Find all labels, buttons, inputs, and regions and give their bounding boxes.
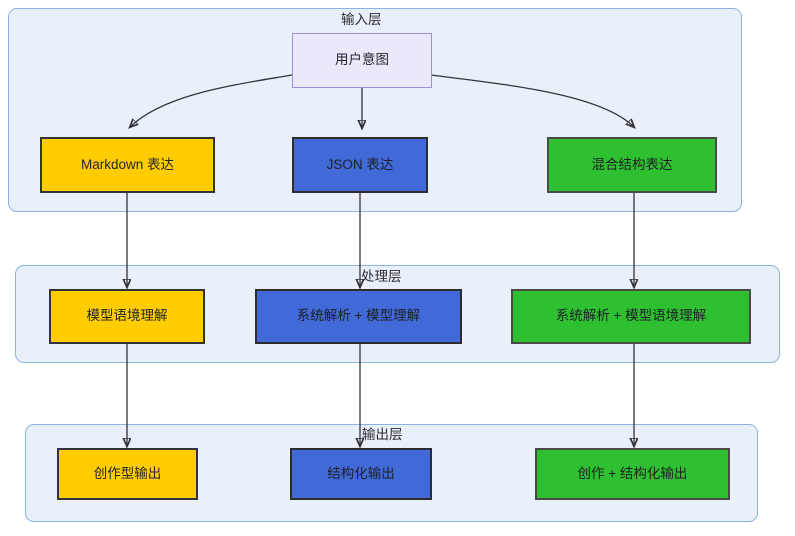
node-json-expression[interactable]: JSON 表达 [292,137,428,193]
layer-title-processing: 处理层 [361,269,402,284]
node-markdown-expression[interactable]: Markdown 表达 [40,137,215,193]
layer-title-output: 输出层 [362,427,403,442]
node-creative-structured-output[interactable]: 创作 + 结构化输出 [535,448,730,500]
node-creative-output[interactable]: 创作型输出 [57,448,198,500]
node-model-context-understanding[interactable]: 模型语境理解 [49,289,205,344]
node-structured-output[interactable]: 结构化输出 [290,448,432,500]
node-hybrid-expression[interactable]: 混合结构表达 [547,137,717,193]
node-system-parse-model-context-understanding[interactable]: 系统解析 + 模型语境理解 [511,289,751,344]
node-system-parse-model-understanding[interactable]: 系统解析 + 模型理解 [255,289,462,344]
layer-title-input: 输入层 [341,12,382,27]
node-user-intent[interactable]: 用户意图 [292,33,432,88]
